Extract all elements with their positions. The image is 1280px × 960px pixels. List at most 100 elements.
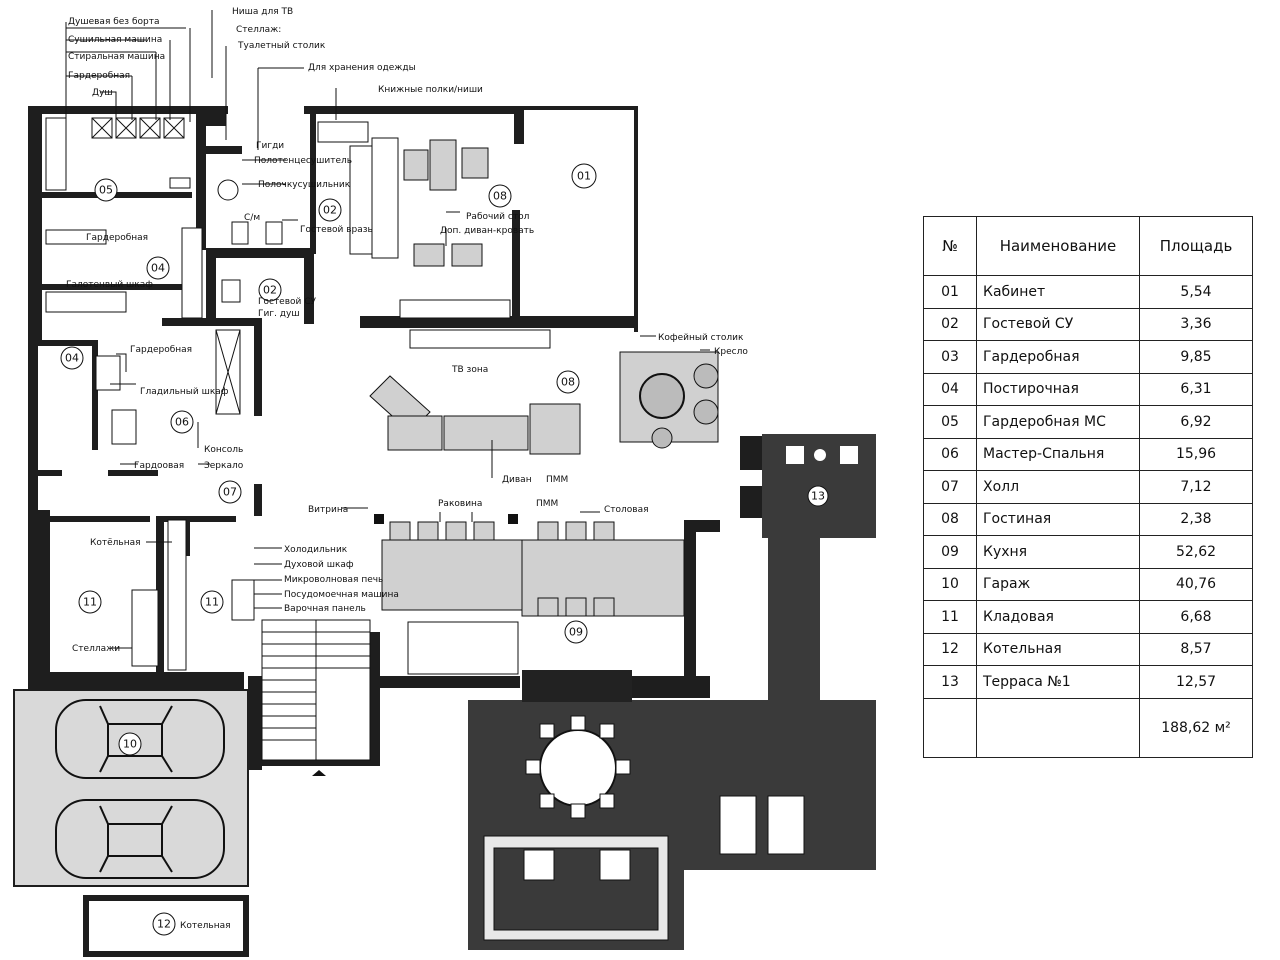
row-name: Холл — [976, 470, 1140, 504]
room-marker-13 — [807, 485, 829, 507]
table-total-row: 188,62 м² — [923, 697, 1253, 758]
callout-hyg-shower: Гиг. душ — [258, 309, 300, 319]
study-furniture — [399, 139, 511, 319]
callouts: Душевая без борта Сушильная машина Стира… — [66, 7, 748, 931]
callout-racks: Стеллажи — [72, 644, 120, 654]
svg-text:09: 09 — [569, 626, 583, 639]
callout-book-shelves: Книжные полки/ниши — [378, 85, 483, 95]
callout-microwave: Микроволновая печь — [284, 575, 383, 585]
total-area: 188,62 м² — [1139, 697, 1253, 758]
callout-dining: Столовая — [604, 505, 649, 515]
callout-fridge: Холодильник — [284, 545, 348, 555]
row-number: 04 — [923, 372, 977, 406]
svg-text:01: 01 — [577, 170, 591, 183]
total-empty-cell — [976, 697, 1140, 758]
terrace-deck — [768, 536, 820, 704]
row-number: 12 — [923, 632, 977, 666]
header-name: Наименование — [976, 216, 1140, 276]
svg-text:08: 08 — [493, 190, 507, 203]
row-name: Кладовая — [976, 600, 1140, 634]
callout-guest-bath: Гостевой СУ — [258, 297, 317, 307]
car-icon — [55, 699, 225, 779]
svg-text:02: 02 — [323, 204, 337, 217]
svg-text:04: 04 — [151, 262, 165, 275]
row-area: 40,76 — [1139, 567, 1253, 601]
callout-dishwasher: Посудомоечная машина — [284, 590, 399, 600]
callout-boiler-room: Котельная — [180, 921, 231, 931]
row-number: 01 — [923, 275, 977, 309]
row-name: Гостиная — [976, 502, 1140, 536]
row-name: Гараж — [976, 567, 1140, 601]
living-furniture — [369, 329, 719, 455]
callout-pmm-sofa: ПММ — [546, 475, 568, 485]
callout-mirror: Зеркало — [204, 461, 244, 471]
callout-sofa-bed: Доп. диван-кровать — [440, 226, 534, 236]
callout-console: Консоль — [204, 445, 243, 455]
callout-shower: Душ — [92, 88, 113, 98]
row-name: Кабинет — [976, 275, 1140, 309]
svg-text:06: 06 — [175, 416, 189, 429]
interior-walls — [38, 114, 316, 676]
svg-text:05: 05 — [99, 184, 113, 197]
header-area: Площадь — [1139, 216, 1253, 276]
row-area: 2,38 — [1139, 502, 1253, 536]
chairs — [525, 715, 631, 819]
room-marker-01 — [571, 163, 597, 189]
row-area: 6,68 — [1139, 600, 1253, 634]
svg-text:04: 04 — [65, 352, 79, 365]
row-name: Терраса №1 — [976, 665, 1140, 699]
car-icon — [55, 799, 225, 879]
row-number: 13 — [923, 665, 977, 699]
row-area: 6,31 — [1139, 372, 1253, 406]
row-name: Гардеробная МС — [976, 405, 1140, 439]
row-number: 10 — [923, 567, 977, 601]
callout-coffee-table: Кофейный столик — [658, 333, 744, 343]
callout-shower-no-tray: Душевая без борта — [68, 17, 160, 27]
row-number: 07 — [923, 470, 977, 504]
callout-clothes-storage: Для хранения одежды — [308, 63, 416, 73]
row-number: 11 — [923, 600, 977, 634]
row-area: 5,54 — [1139, 275, 1253, 309]
outdoor-sofa — [483, 835, 669, 941]
row-area: 7,12 — [1139, 470, 1253, 504]
callout-armchair: Кресло — [714, 347, 748, 357]
row-name: Кухня — [976, 535, 1140, 569]
callout-vanity: Туалетный столик — [237, 41, 326, 51]
row-name: Котельная — [976, 632, 1140, 666]
bath-fixtures — [169, 177, 283, 303]
svg-text:02: 02 — [263, 284, 277, 297]
row-number: 08 — [923, 502, 977, 536]
callout-bidet: Гигди — [256, 141, 284, 151]
row-area: 15,96 — [1139, 437, 1253, 471]
callout-wardrobe-lower: Гардоовая — [134, 461, 184, 471]
callout-ironing-cabinet: Гладильный шкаф — [140, 387, 229, 397]
row-number: 05 — [923, 405, 977, 439]
room-marker-labels: 05 02 04 04 08 02 06 07 08 09 11 11 10 1… — [65, 170, 825, 931]
callout-boiler: Котёльная — [90, 538, 141, 548]
callout-tv-niche: Ниша для ТВ — [232, 7, 293, 17]
row-area: 52,62 — [1139, 535, 1253, 569]
kitchen-island — [381, 521, 685, 675]
svg-text:11: 11 — [205, 596, 219, 609]
row-area: 12,57 — [1139, 665, 1253, 699]
callout-towel-shelf: Полочкусушильник — [258, 180, 351, 190]
callout-sofa: Диван — [502, 475, 532, 485]
row-name: Гардеробная — [976, 340, 1140, 374]
svg-text:12: 12 — [157, 918, 171, 931]
total-empty-cell — [923, 697, 977, 758]
terrace-13-furniture — [786, 446, 858, 464]
room-markers — [60, 178, 588, 936]
pmm-mark — [508, 514, 518, 524]
stairs — [261, 619, 371, 761]
row-name: Постирочная — [976, 372, 1140, 406]
svg-text:13: 13 — [811, 490, 825, 503]
header-number: № — [923, 216, 977, 276]
